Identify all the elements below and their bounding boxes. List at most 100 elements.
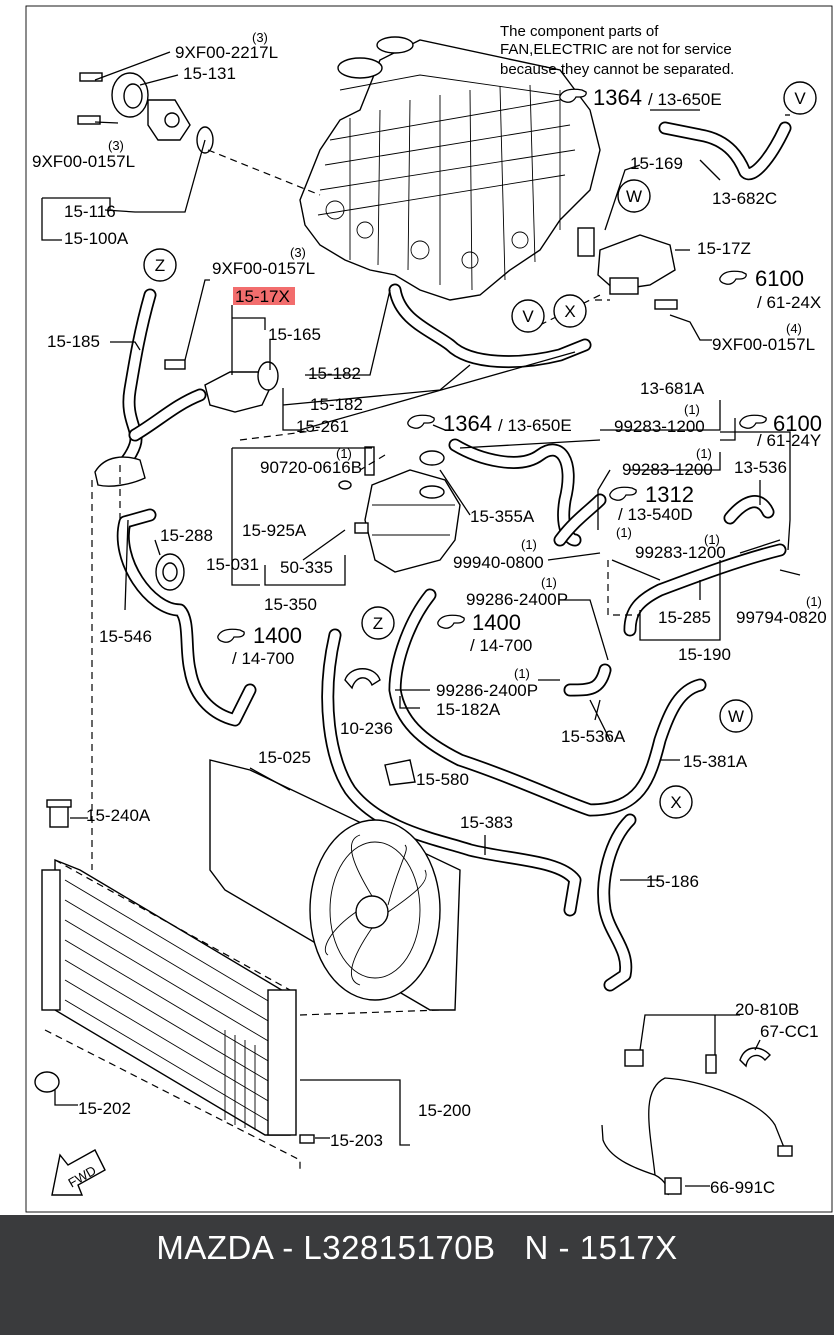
label-15-116: 15-116 bbox=[64, 202, 116, 221]
water-outlet-15-17z bbox=[577, 227, 678, 310]
qty-label: (1) bbox=[696, 446, 712, 461]
svg-text:V: V bbox=[522, 307, 534, 326]
svg-text:X: X bbox=[670, 793, 681, 812]
label-15-381a: 15-381A bbox=[683, 752, 748, 771]
ref-1312: 1312 bbox=[645, 482, 694, 507]
label-13-650e-top: / 13-650E bbox=[648, 90, 722, 109]
highlight-box bbox=[233, 287, 295, 305]
label-99940-0800: 99940-0800 bbox=[453, 553, 544, 572]
label-15-182-b: 15-182 bbox=[310, 395, 363, 414]
label-99286-2400p-b: 99286-2400P bbox=[436, 681, 538, 700]
ref-hand-icon bbox=[739, 414, 767, 429]
qty-label: (3) bbox=[290, 245, 306, 260]
ref-hand-icon bbox=[719, 270, 747, 285]
coolant-tank-15-350 bbox=[338, 446, 461, 573]
label-61-24y: / 61-24Y bbox=[757, 431, 821, 450]
label-14-700-right: / 14-700 bbox=[470, 636, 532, 655]
qty-label: (1) bbox=[336, 446, 352, 461]
clip-10-236 bbox=[344, 668, 381, 690]
label-13-681a: 13-681A bbox=[640, 379, 705, 398]
svg-text:X: X bbox=[564, 302, 575, 321]
label-99283-1200-a: 99283-1200 bbox=[614, 417, 705, 436]
label-99794-0820: 99794-0820 bbox=[736, 608, 827, 627]
label-13-650e-mid: / 13-650E bbox=[498, 416, 572, 435]
parts-diagram: The component parts of FAN,ELECTRIC are … bbox=[25, 5, 833, 1213]
label-15-186: 15-186 bbox=[646, 872, 699, 891]
label-15-536a: 15-536A bbox=[561, 727, 626, 746]
note-line-1: The component parts of bbox=[500, 23, 659, 40]
label-15-025: 15-025 bbox=[258, 748, 311, 767]
qty-label: (1) bbox=[616, 525, 632, 540]
label-61-24x: / 61-24X bbox=[757, 293, 821, 312]
label-99283-1200-b: 99283-1200 bbox=[622, 460, 713, 479]
label-20-810b: 20-810B bbox=[735, 1000, 799, 1019]
connector-20-810b bbox=[624, 1047, 771, 1074]
bracket-15-288 bbox=[155, 553, 185, 591]
label-15-17z: 15-17Z bbox=[697, 239, 751, 258]
label-15-100a: 15-100A bbox=[64, 229, 129, 248]
leader-lines bbox=[41, 51, 801, 1187]
footer-bar: MAZDA - L32815170B N - 1517X bbox=[0, 1215, 834, 1335]
label-50-335: 50-335 bbox=[280, 558, 333, 577]
ref-hand-icon bbox=[609, 486, 637, 501]
label-15-165: 15-165 bbox=[268, 325, 321, 344]
label-15-182-a: 15-182 bbox=[308, 364, 361, 383]
svg-text:V: V bbox=[794, 89, 806, 108]
ref-1364-mid: 1364 bbox=[443, 411, 492, 436]
label-15-200: 15-200 bbox=[418, 1101, 471, 1120]
callout-x-mid: X bbox=[553, 294, 587, 328]
label-9xf00-0157l-c: 9XF00-0157L bbox=[712, 335, 815, 354]
hoses bbox=[103, 121, 792, 992]
qty-label: (3) bbox=[108, 138, 124, 153]
qty-label: (4) bbox=[786, 321, 802, 336]
label-99286-2400p-a: 99286-2400P bbox=[466, 590, 568, 609]
label-13-682c: 13-682C bbox=[712, 189, 777, 208]
label-15-240a: 15-240A bbox=[86, 806, 151, 825]
qty-label: (1) bbox=[521, 537, 537, 552]
label-15-203: 15-203 bbox=[330, 1131, 383, 1150]
label-15-355a: 15-355A bbox=[470, 507, 535, 526]
label-90720-0616b: 90720-0616B bbox=[260, 458, 362, 477]
ref-6100-mid: 6100 bbox=[773, 411, 822, 436]
ref-1400-left: 1400 bbox=[253, 623, 302, 648]
frame bbox=[25, 5, 833, 1213]
label-13-536: 13-536 bbox=[734, 458, 787, 477]
note-line-2: FAN,ELECTRIC are not for service bbox=[500, 41, 732, 58]
engine-block bbox=[299, 36, 601, 301]
label-9xf00-0157l-b: 9XF00-0157L bbox=[212, 259, 315, 278]
callout-z-top: Z bbox=[143, 248, 177, 282]
svg-text:W: W bbox=[728, 707, 744, 726]
callout-v-mid: V bbox=[511, 299, 545, 333]
callout-v-top: V bbox=[783, 81, 817, 115]
qty-label: (1) bbox=[806, 594, 822, 609]
label-99283-1200-c: 99283-1200 bbox=[635, 543, 726, 562]
cap-15-240a bbox=[46, 799, 72, 828]
label-15-925a: 15-925A bbox=[242, 521, 307, 540]
thermostat-15-17x bbox=[94, 359, 279, 487]
label-15-202: 15-202 bbox=[78, 1099, 131, 1118]
svg-text:W: W bbox=[626, 187, 642, 206]
qty-label: (3) bbox=[252, 30, 268, 45]
svg-text:Z: Z bbox=[373, 614, 383, 633]
label-15-17x: 15-17X bbox=[235, 287, 290, 306]
fan-shroud-15-025 bbox=[209, 759, 461, 1011]
label-10-236: 10-236 bbox=[340, 719, 393, 738]
label-13-540d: / 13-540D bbox=[618, 505, 693, 524]
label-15-169: 15-169 bbox=[630, 154, 683, 173]
callout-w-top: W bbox=[617, 179, 651, 213]
pulley-15-131 bbox=[77, 72, 149, 125]
qty-label: (1) bbox=[704, 532, 720, 547]
qty-label: (1) bbox=[684, 402, 700, 417]
label-15-182a: 15-182A bbox=[436, 700, 501, 719]
callout-w-mid: W bbox=[719, 699, 753, 733]
label-15-383: 15-383 bbox=[460, 813, 513, 832]
label-15-185: 15-185 bbox=[47, 332, 100, 351]
callout-z-mid: Z bbox=[361, 606, 395, 640]
label-15-190: 15-190 bbox=[678, 645, 731, 664]
note-line-3: because they cannot be separated. bbox=[500, 61, 734, 78]
label-15-261: 15-261 bbox=[296, 417, 349, 436]
ref-hand-icon bbox=[217, 628, 245, 643]
label-66-991c: 66-991C bbox=[710, 1178, 775, 1197]
label-15-580: 15-580 bbox=[416, 770, 469, 789]
label-15-131: 15-131 bbox=[183, 64, 236, 83]
